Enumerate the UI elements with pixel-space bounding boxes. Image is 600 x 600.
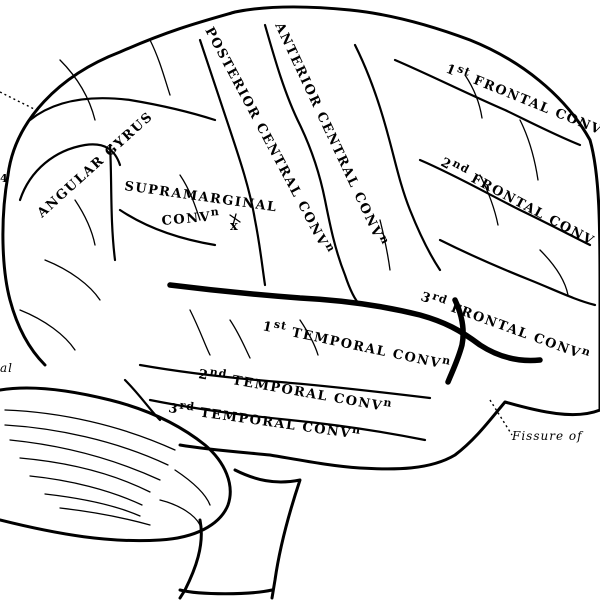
label-posterior-central: POSTERIOR CENTRAL CONVn [201, 23, 338, 258]
label-left-edge-partial: al [0, 361, 13, 375]
brainstem-outline [178, 468, 302, 600]
label-left-edge-partial-top: 4 [0, 172, 9, 185]
supramarginal-sulcus [108, 143, 217, 262]
brainstem-base [178, 588, 274, 596]
frontal-minor-sulcus [438, 238, 597, 307]
precentral-sulcus [353, 43, 442, 272]
label-first-temporal: 1stTEMPORAL CONVn [261, 315, 452, 373]
label-anterior-central: ANTERIOR CENTRAL CONVn [271, 18, 392, 250]
gyral-folds [19, 39, 569, 359]
leader-left [0, 91, 41, 113]
label-first-frontal: 1stFRONTAL CONV [444, 58, 600, 138]
cerebellum-folia [4, 409, 211, 526]
label-angular-gyrus: ANGULAR GYRUS [34, 109, 157, 221]
central-sulcus [263, 23, 362, 307]
inferior-frontal-sulcus [418, 158, 592, 247]
cerebrum-outline [6, 5, 600, 471]
cerebrum-lower-left [1, 173, 47, 367]
label-fissure-of: Fissure of [511, 429, 584, 443]
superior-temporal-sulcus [138, 363, 432, 400]
label-second-frontal: 2ndFRONTAL CONV [438, 152, 599, 249]
lateral-fissure-branch [445, 297, 466, 385]
lateral-fissure [167, 282, 543, 364]
label-supramarginal-x: x [230, 219, 239, 234]
superior-frontal-sulcus [393, 58, 582, 147]
leader-fissure [489, 399, 513, 436]
intraparietal-sulcus [28, 97, 217, 122]
postcentral-sulcus [198, 38, 267, 287]
temporal-lower-edge [123, 378, 162, 422]
angular-sulcus [18, 143, 122, 202]
inferior-temporal-sulcus [148, 398, 427, 442]
label-supramarginal-conv: CONVn [161, 205, 221, 229]
cerebellum-outline [0, 386, 232, 543]
